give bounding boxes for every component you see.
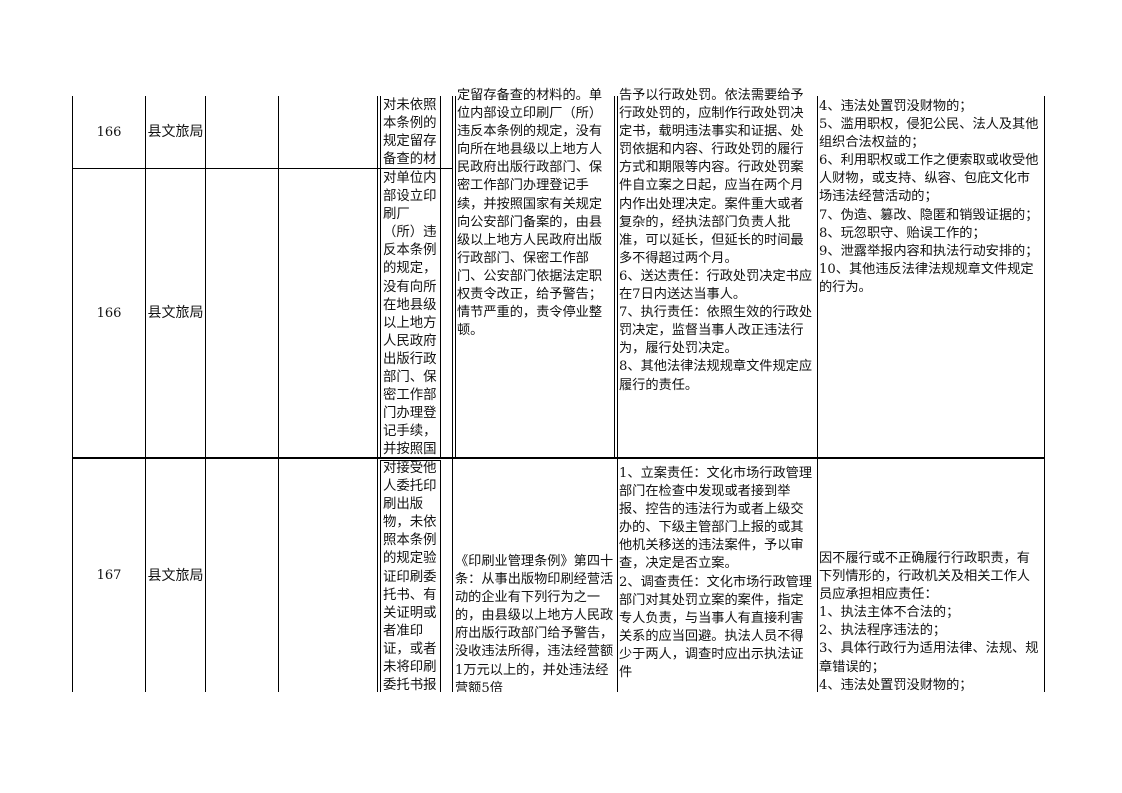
department: 县文旅局: [147, 567, 204, 584]
row-number: 167: [96, 568, 122, 583]
column-divider: [278, 96, 279, 692]
cell-inner-border: [440, 460, 441, 692]
row-divider: [72, 168, 452, 169]
row-number: 166: [96, 305, 122, 321]
column-divider: [817, 96, 818, 692]
cell-inner-border: [380, 96, 381, 457]
responsibility-text: 告予以行政处罚。依法需要给予行政处罚的，应制作行政处罚决定书，载明违法事实和证据…: [619, 88, 813, 393]
item-name: 对单位内部设立印刷厂（所）违反本条例的规定，没有向所在地县级以上地方人民政府出版…: [383, 171, 437, 457]
item-name: 对未依照本条例的规定留存备查的材: [383, 98, 437, 168]
row-divider: [72, 457, 1045, 459]
table-border-right: [1044, 96, 1045, 692]
table-border-left: [72, 96, 73, 692]
cell-inner-border: [380, 460, 441, 461]
cell-inner-border: [380, 460, 381, 692]
column-divider: [617, 96, 618, 692]
cell-inner-border: [455, 96, 456, 457]
accountability-text: 因不履行或不正确履行行政职责，有下列情形的，行政机关及相关工作人员应承担相应责任…: [819, 551, 1039, 692]
column-divider: [205, 96, 206, 692]
record-table: 166 县文旅局 对未依照本条例的规定留存备查的材 166 县文旅局 对单位内部…: [72, 88, 1045, 692]
department: 县文旅局: [147, 305, 204, 321]
column-divider: [452, 96, 453, 692]
row-number: 166: [96, 124, 122, 140]
accountability-text: 4、违法处置罚没财物的； 5、滥用职权，侵犯公民、法人及其他组织合法权益的； 6…: [819, 99, 1039, 295]
column-divider: [145, 96, 146, 692]
legal-basis: 定留存备查的材料的。单位内部设立印刷厂（所）违反本条例的规定，没有向所在地县级以…: [457, 88, 603, 339]
department: 县文旅局: [147, 124, 204, 140]
cell-inner-border: [440, 96, 441, 457]
column-divider: [377, 96, 378, 692]
cell-inner-border: [614, 96, 615, 457]
item-name: 对接受他人委托印刷出版物，未依照本条例的规定验证印刷委托书、有关证明或者准印证，…: [383, 461, 437, 692]
legal-basis: 《印刷业管理条例》第四十条：从事出版物印刷经营活动的企业有下列行为之一的，由县级…: [455, 554, 614, 692]
responsibility-text: 1、立案责任：文化市场行政管理部门在检查中发现或者接到举报、控告的违法行为或者上…: [619, 466, 813, 681]
